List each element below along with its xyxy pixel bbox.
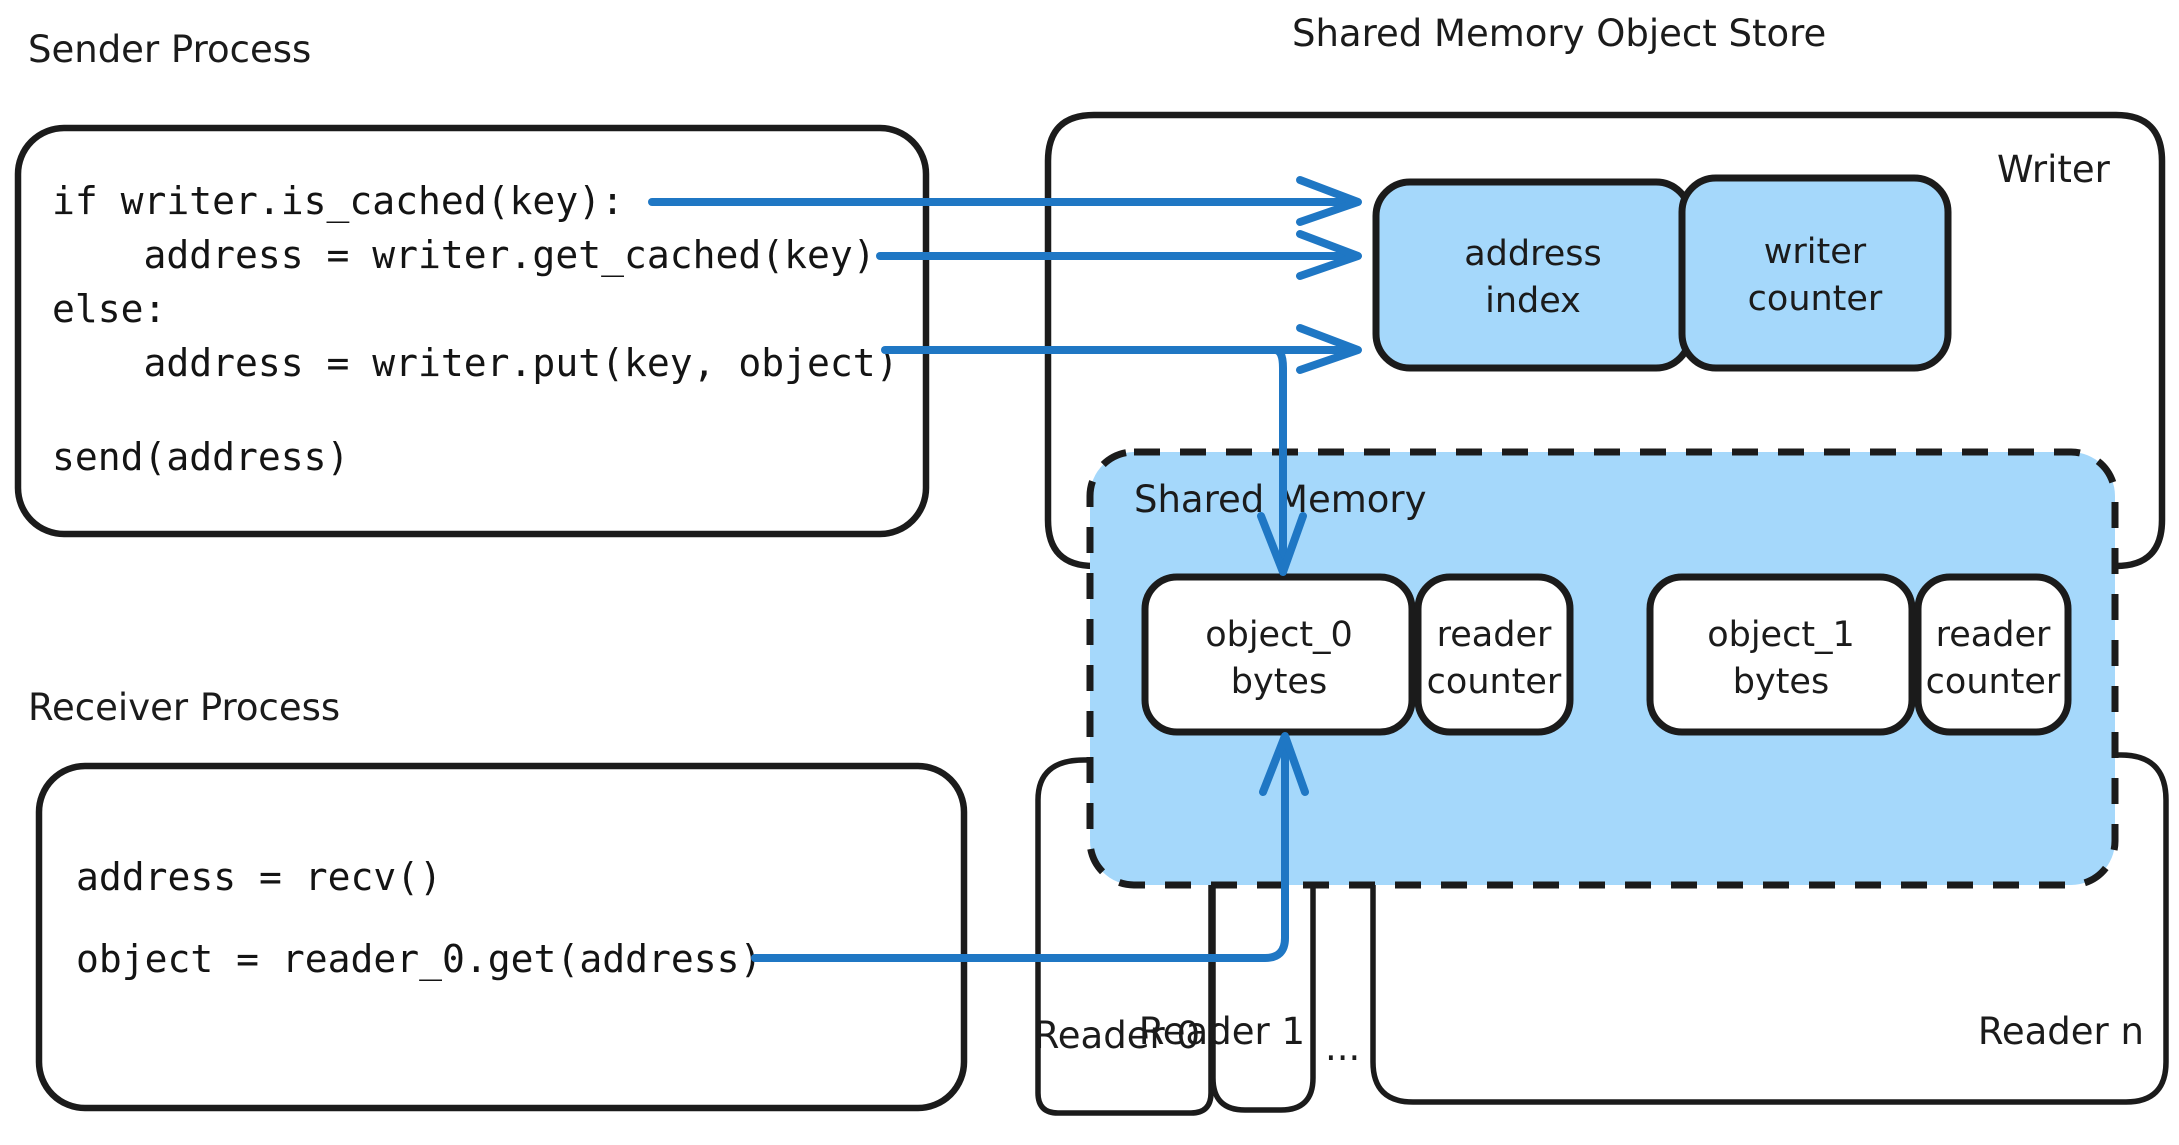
reader-counter-0-line1: reader	[1437, 615, 1552, 655]
flow-arrow-reader-get	[751, 738, 1289, 962]
writer-counter-cell	[1678, 174, 1952, 372]
reader-counter-1-cell	[1914, 573, 2072, 736]
reader-counter-0-cell	[1414, 573, 1574, 736]
reader-n-box	[1370, 752, 2169, 1105]
flow-arrow-is-cached-head	[1296, 176, 1362, 226]
reader-counter-1-line1: reader	[1936, 615, 2051, 655]
flow-arrow-reader-get-head	[1259, 732, 1309, 796]
flow-arrow-put-to-object-head	[1257, 512, 1307, 576]
reader-1-label: Reader 1	[1139, 1010, 1305, 1053]
flow-arrow-put-head	[1296, 324, 1362, 374]
reader-0-box	[1035, 757, 1214, 1116]
object-1-line1: object_1	[1707, 615, 1855, 655]
sender-code-line-5: send(address)	[52, 435, 349, 479]
address-index-cell	[1372, 178, 1694, 372]
sender-code-line-2: else:	[52, 287, 166, 331]
sender-process-title: Sender Process	[28, 28, 311, 71]
store-title: Shared Memory Object Store	[1292, 12, 1826, 55]
object-0-line2: bytes	[1231, 662, 1327, 702]
receiver-code-line-2: object = reader_0.get(address)	[76, 937, 762, 982]
writer-counter-line2: counter	[1748, 279, 1883, 319]
writer-label: Writer	[1997, 148, 2111, 191]
sender-process-box	[14, 124, 930, 538]
reader-1-box	[1210, 752, 1316, 1113]
object-1-line2: bytes	[1733, 662, 1829, 702]
readers-ellipsis: ...	[1325, 1026, 1360, 1069]
sender-code-line-0: if writer.is_cached(key):	[52, 179, 624, 224]
flow-arrow-get-cached-head	[1296, 230, 1362, 280]
sender-code-line-3: address = writer.put(key, object)	[52, 341, 898, 385]
reader-0-label: Reader 0	[1034, 1014, 1200, 1057]
receiver-process-box	[35, 762, 968, 1112]
writer-counter-line1: writer	[1764, 232, 1867, 272]
object-0-cell	[1141, 573, 1416, 736]
flow-arrow-put-to-object	[1271, 346, 1287, 570]
shared-memory-region	[1086, 448, 2119, 889]
object-1-cell	[1646, 573, 1916, 736]
object-0-line1: object_0	[1205, 615, 1353, 655]
sender-code-line-1: address = writer.get_cached(key)	[52, 233, 876, 278]
address-index-line2: index	[1485, 281, 1581, 321]
reader-n-label: Reader n	[1978, 1010, 2144, 1053]
address-index-line1: address	[1464, 234, 1602, 274]
reader-counter-1-line2: counter	[1926, 662, 2061, 702]
receiver-process-title: Receiver Process	[28, 686, 340, 729]
receiver-code-line-0: address = recv()	[76, 855, 442, 899]
reader-counter-0-line2: counter	[1427, 662, 1562, 702]
